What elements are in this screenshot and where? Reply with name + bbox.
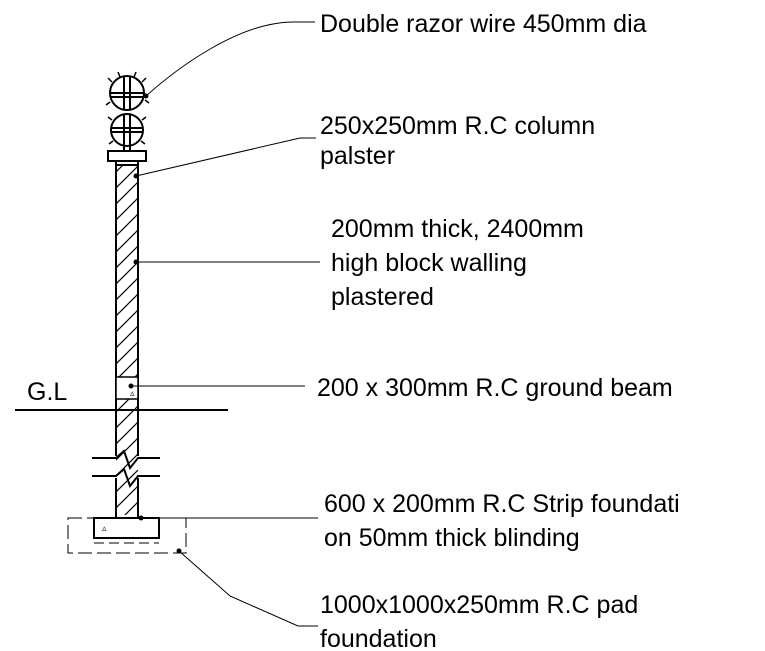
column-label: 250x250mm R.C column palster xyxy=(320,111,595,171)
block-wall-hatch xyxy=(116,165,138,540)
block-wall-label: 200mm thick, 2400mm high block walling p… xyxy=(331,212,584,314)
hatch-line xyxy=(124,501,138,515)
break-symbol xyxy=(92,449,160,489)
hatch-line xyxy=(116,325,138,349)
hatch-line xyxy=(116,437,138,461)
strip-foundation xyxy=(93,517,160,539)
block-wall-line-1: 200mm thick, 2400mm xyxy=(331,215,584,243)
block-wall-line-2: high block walling xyxy=(331,249,527,277)
razor-barbs xyxy=(105,71,150,145)
ground-beam xyxy=(115,376,139,400)
hatch-line xyxy=(116,181,138,205)
block-wall-line-3: plastered xyxy=(331,283,434,311)
hatch-line xyxy=(116,421,138,445)
hatch-line xyxy=(116,293,138,317)
lower-razor-coil xyxy=(110,113,144,147)
strip-foundation-line-2: on 50mm thick blinding xyxy=(324,524,580,552)
hatch-line xyxy=(116,229,138,253)
hatch-line xyxy=(116,518,138,540)
pad-foundation-label: 1000x1000x250mm R.C pad foundation xyxy=(320,588,638,651)
column-cap-plate xyxy=(107,150,147,162)
hatch-line xyxy=(116,309,138,333)
pad-foundation xyxy=(67,517,187,554)
hatch-line xyxy=(116,485,138,509)
strip-foundation-line-1: 600 x 200mm R.C Strip foundati xyxy=(324,490,680,518)
pad-foundation-line-2: foundation xyxy=(320,625,437,651)
hatch-line xyxy=(116,245,138,269)
hatch-line xyxy=(116,165,124,173)
hatch-line xyxy=(116,469,138,493)
strip-foundation-label: 600 x 200mm R.C Strip foundati on 50mm t… xyxy=(324,487,680,555)
leader-column xyxy=(135,137,316,177)
strip-foundation-marker: ▵ xyxy=(102,523,107,533)
pad-foundation-line-1: 1000x1000x250mm R.C pad xyxy=(320,591,639,619)
ground-level-label: G.L xyxy=(27,378,68,406)
razor-wire-line-1: Double razor wire 450mm dia xyxy=(320,10,647,38)
leader-pad-foundation xyxy=(178,550,318,627)
hatch-line xyxy=(116,261,138,285)
hatch-line xyxy=(116,341,138,365)
razor-wire-coils xyxy=(109,75,145,150)
hatch-line xyxy=(116,277,138,301)
hatch-line xyxy=(116,213,138,237)
ground-beam-line-1: 200 x 300mm R.C ground beam xyxy=(317,374,673,402)
leader-razor-wire xyxy=(145,21,315,97)
razor-wire-label: Double razor wire 450mm dia xyxy=(320,9,647,39)
column-line-1: 250x250mm R.C column xyxy=(320,112,596,140)
ground-beam-label: 200 x 300mm R.C ground beam xyxy=(317,373,673,403)
hatch-line xyxy=(116,197,138,221)
ground-beam-marker: ▵ xyxy=(130,388,135,398)
hatch-line xyxy=(116,165,138,189)
leader-lines xyxy=(131,21,320,627)
leader-dots xyxy=(128,93,182,554)
column-line-2: palster xyxy=(320,142,396,170)
